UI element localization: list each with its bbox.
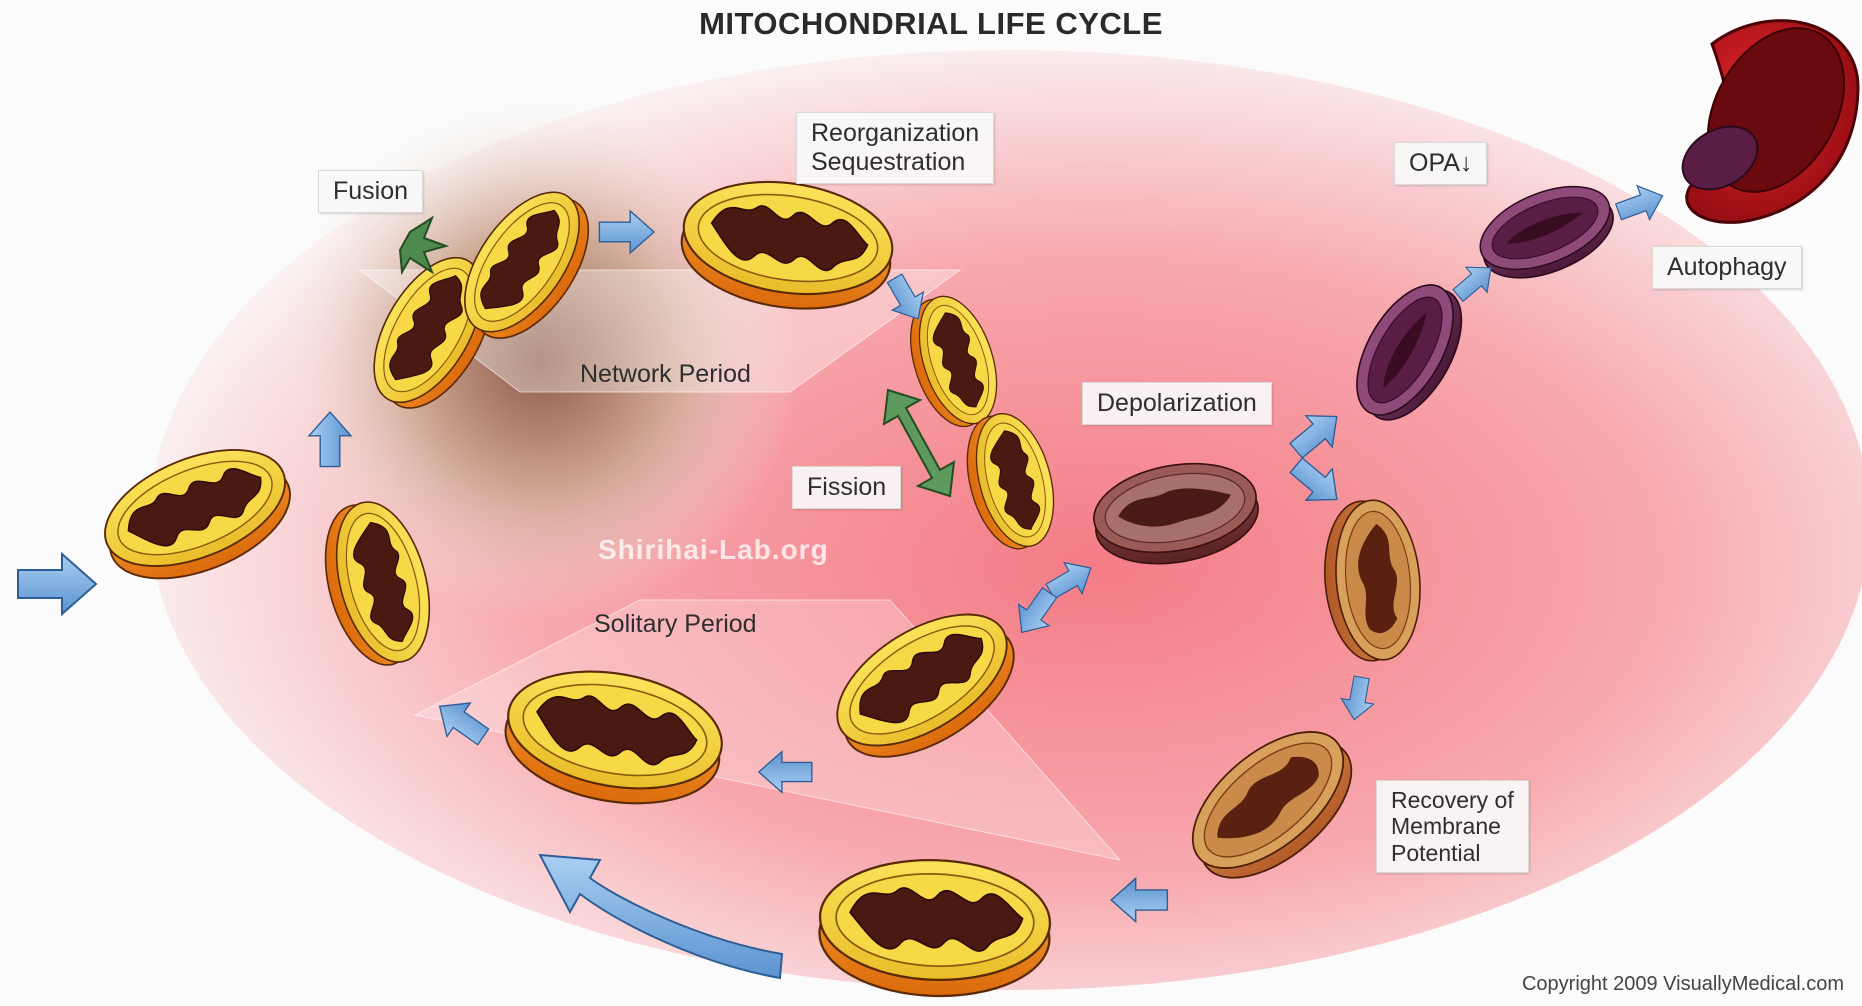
label-sequestration-text: Sequestration xyxy=(811,148,979,177)
label-network-period-text: Network Period xyxy=(580,360,751,388)
label-depolarization-text: Depolarization xyxy=(1097,389,1257,417)
label-reorganization-sequestration: Reorganization Sequestration xyxy=(796,112,994,184)
label-fusion: Fusion xyxy=(318,170,423,213)
label-recovery-line1: Recovery of xyxy=(1391,787,1514,813)
label-recovery-line2: Membrane xyxy=(1391,813,1514,839)
diagram-title: MITOCHONDRIAL LIFE CYCLE xyxy=(0,6,1862,42)
label-recovery-line3: Potential xyxy=(1391,840,1514,866)
label-fusion-text: Fusion xyxy=(333,177,408,205)
label-opa: OPA↓ xyxy=(1394,142,1487,185)
label-solitary-period: Solitary Period xyxy=(580,604,771,645)
label-recovery-of-membrane-potential: Recovery of Membrane Potential xyxy=(1376,780,1529,873)
label-opa-text: OPA↓ xyxy=(1409,149,1472,177)
label-autophagy-text: Autophagy xyxy=(1667,253,1787,281)
label-fission: Fission xyxy=(792,466,901,509)
label-solitary-period-text: Solitary Period xyxy=(594,610,757,638)
label-fission-text: Fission xyxy=(807,473,886,501)
label-network-period: Network Period xyxy=(566,354,765,395)
label-reorganization-text: Reorganization xyxy=(811,119,979,148)
label-depolarization: Depolarization xyxy=(1082,382,1272,425)
copyright-notice: Copyright 2009 VisuallyMedical.com xyxy=(1522,973,1844,996)
watermark: Shirihai-Lab.org xyxy=(598,534,829,566)
label-autophagy: Autophagy xyxy=(1652,246,1802,289)
